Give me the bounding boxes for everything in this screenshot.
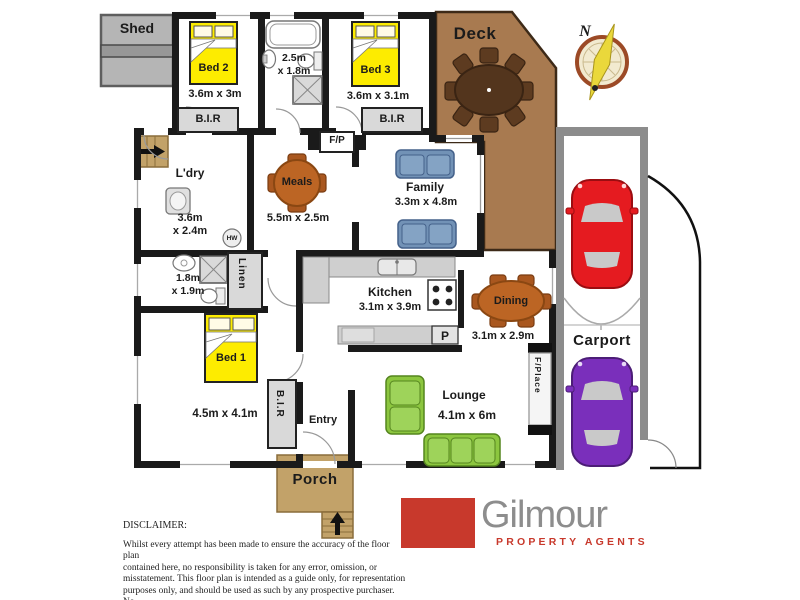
disclaimer-body: Whilst every attempt has been made to en… <box>123 540 406 600</box>
fireplace-fp-box <box>319 131 355 153</box>
family-label: Family <box>405 180 444 194</box>
laundry-trough-icon <box>165 187 191 215</box>
meals-label: Meals <box>281 176 313 188</box>
lounge-dims: 4.1m x 6m <box>437 408 497 422</box>
bath-main-dims: 2.5m x 1.8m <box>277 52 311 77</box>
lounge-sofa-bottom-icon <box>423 433 501 467</box>
bed2-bed-icon <box>189 21 238 85</box>
lounge-label: Lounge <box>442 388 486 402</box>
logo-red-block <box>401 498 475 548</box>
purple-car-icon <box>565 357 639 467</box>
bed1-bed-icon <box>204 313 258 383</box>
bir-bed1-label: B.I.R <box>274 390 285 418</box>
logo-brand-text: Gilmour <box>481 494 608 536</box>
carport-structure <box>556 127 648 470</box>
bed1-label: Bed 1 <box>216 352 246 364</box>
dining-dims: 3.1m x 2.9m <box>471 330 535 342</box>
bed2-dims: 3.6m x 3m <box>188 88 242 100</box>
deck-table-icon <box>444 47 534 133</box>
shed-label: Shed <box>119 20 155 36</box>
kitchen-dims: 3.1m x 3.9m <box>358 301 422 313</box>
hot-water-icon <box>222 228 242 248</box>
linen-closet <box>227 252 263 310</box>
stove-icon <box>427 279 457 311</box>
bed2-label: Bed 2 <box>198 62 229 74</box>
dining-label: Dining <box>493 295 529 307</box>
family-dims: 3.3m x 4.8m <box>394 196 458 208</box>
logo-tagline-text: PROPERTY AGENTS <box>496 536 648 548</box>
carport-label: Carport <box>573 332 631 349</box>
deck-label: Deck <box>453 24 497 43</box>
bir-bed2-closet <box>177 107 239 133</box>
bath2-dims: 1.8m x 1.9m <box>171 272 205 297</box>
bed3-dims: 3.6m x 3.1m <box>346 90 410 102</box>
compass-north-label: N <box>579 23 591 40</box>
kitchen-label: Kitchen <box>367 285 412 299</box>
shed-icon <box>99 13 175 88</box>
kitchen-bench-icon <box>337 325 459 345</box>
dining-table-icon <box>471 274 552 328</box>
toilet-main-icon <box>297 51 323 71</box>
bed1-dims: 4.5m x 4.1m <box>192 408 258 420</box>
bath2-fixtures <box>172 254 228 305</box>
shower-main-icon <box>292 75 323 105</box>
entry-label: Entry <box>308 414 338 426</box>
laundry-dims: 3.6m x 2.4m <box>172 212 208 238</box>
side-steps-icon <box>137 135 169 168</box>
meals-table-icon <box>267 153 327 213</box>
linen-label: Linen <box>236 258 247 290</box>
laundry-label: L'dry <box>175 166 205 180</box>
driveway-boundary <box>647 174 702 470</box>
bir-bed3-label: B.I.R <box>379 113 405 125</box>
bed3-label: Bed 3 <box>360 64 391 76</box>
bed3-bed-icon <box>351 21 400 87</box>
hot-water-label: HW <box>226 235 238 242</box>
kitchen-counter-icon <box>302 256 456 304</box>
compass-icon <box>575 23 629 101</box>
window-openings <box>134 12 556 468</box>
family-sofa-top-icon <box>395 149 455 179</box>
family-sofa-bottom-icon <box>397 219 457 249</box>
lounge-sofa-left-icon <box>385 375 425 435</box>
fireplace-fplace-label: F/Place <box>533 357 543 394</box>
fireplace-fplace-box <box>528 343 552 435</box>
meals-dims: 5.5m x 2.5m <box>266 212 330 224</box>
bir-bed3-closet <box>361 107 423 133</box>
pantry-label: P <box>440 329 449 343</box>
fireplace-fp-label: F/P <box>329 135 345 146</box>
porch-steps-icon <box>321 511 354 539</box>
disclaimer-title: DISCLAIMER: <box>123 520 187 531</box>
bir-bed2-label: B.I.R <box>195 113 221 125</box>
basin-main-icon <box>261 49 277 69</box>
bir-bed1-closet <box>267 379 297 449</box>
red-car-icon <box>565 179 639 289</box>
porch-label: Porch <box>292 471 338 488</box>
bathtub-icon <box>265 20 321 49</box>
